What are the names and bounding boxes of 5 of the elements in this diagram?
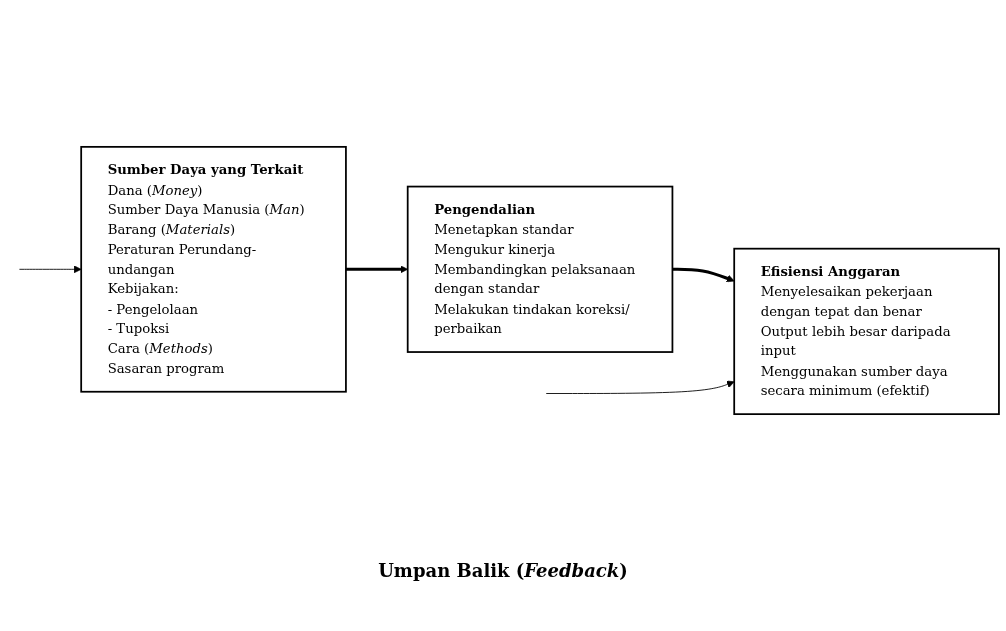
node-box: Pengendalian Menetapkan standar Mengukur kinerja Membandingkan pelaksanaan dengan standar Melakukan tindakan koreksi/ perbaikan <box>406 185 674 353</box>
feedback-label: Umpan Balik (Feedback) <box>378 560 628 581</box>
arrow <box>672 267 735 282</box>
node-box: Efisiensi Anggaran Menyelesaikan pekerjaan dengan tepat dan benar Output lebih besar daripada input Menggunakan sumber daya secara minimum (efektif) <box>733 247 1000 415</box>
node-box: Sumber Daya yang Terkait Dana (Money) Sumber Daya Manusia (Man) Barang (Materials) Peraturan Perundang-undangan Kebijakan: - Pengelolaan - Tupoksi Cara (Methods) Sasaran program <box>80 145 347 393</box>
